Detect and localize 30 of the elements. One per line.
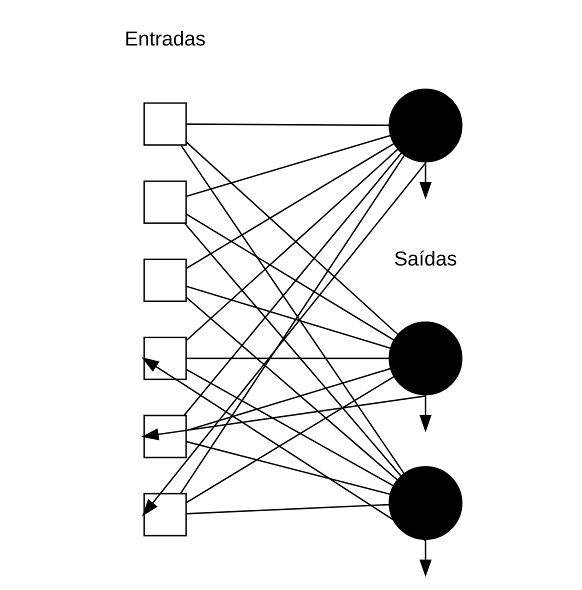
node-circle [388, 322, 462, 396]
connector [186, 504, 390, 514]
connector [186, 368, 391, 432]
node-box [143, 180, 187, 224]
connector [186, 134, 391, 197]
node-box [143, 414, 187, 458]
arrow [142, 357, 426, 542]
connector [186, 296, 398, 481]
connector [184, 152, 402, 416]
connector [186, 286, 391, 349]
node-box [143, 336, 187, 380]
connector [186, 368, 394, 486]
connector [186, 214, 395, 341]
arrow [141, 395, 426, 440]
connector [184, 222, 402, 476]
connector [186, 143, 394, 269]
connector [186, 358, 389, 360]
node-box [143, 102, 187, 146]
arrow [142, 162, 426, 516]
label: Saídas [394, 248, 458, 270]
label: Entradas [124, 28, 206, 50]
arrow [419, 394, 432, 432]
node-circle [388, 466, 462, 540]
connector [186, 440, 390, 496]
connector [186, 376, 395, 504]
connector [186, 123, 389, 126]
arrow [419, 540, 432, 578]
node-circle [388, 88, 462, 162]
node-box [143, 258, 187, 302]
arrow [419, 162, 432, 200]
